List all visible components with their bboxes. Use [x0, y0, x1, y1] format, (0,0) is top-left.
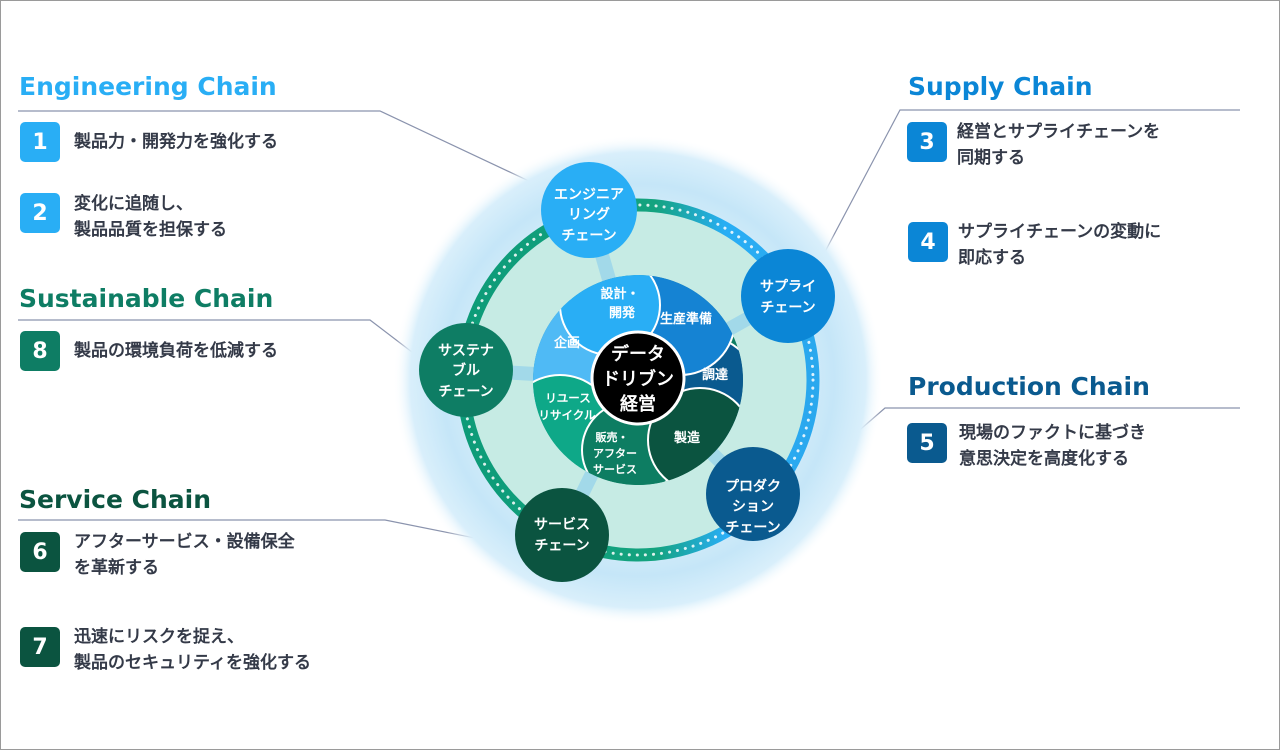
number-badge: 4	[908, 222, 948, 262]
item-text: 製品力・開発力を強化する	[74, 132, 278, 152]
service-item-6: 6 アフターサービス・設備保全を革新する	[20, 532, 295, 581]
node-service[interactable]: サービスチェーン	[515, 488, 609, 582]
sustainable-item-8: 8 製品の環境負荷を低減する	[20, 331, 278, 371]
engineering-item-1: 1 製品力・開発力を強化する	[20, 122, 278, 162]
item-text: 即応する	[958, 248, 1026, 268]
center-label: データドリブン経営	[602, 343, 674, 415]
item-text: サプライチェーンの変動に	[958, 222, 1162, 242]
svg-text:エンジニアリングチェーン: エンジニアリングチェーン	[554, 187, 624, 244]
sustainable-chain-heading: Sustainable Chain	[19, 284, 274, 313]
item-text: 製品のセキュリティを強化する	[74, 653, 311, 673]
item-text: アフターサービス・設備保全	[74, 532, 295, 552]
segment-sales-service: 販売・アフターサービス	[593, 430, 637, 476]
number-badge: 5	[907, 423, 947, 463]
item-text: 同期する	[957, 148, 1025, 168]
engineering-chain-heading: Engineering Chain	[19, 72, 277, 101]
supply-item-4: 4 サプライチェーンの変動に即応する	[908, 222, 1161, 271]
item-text: 迅速にリスクを捉え、	[74, 627, 244, 647]
number-badge: 2	[20, 193, 60, 233]
number-badge: 1	[20, 122, 60, 162]
item-text: 変化に追随し、	[74, 194, 193, 214]
production-chain-heading: Production Chain	[908, 372, 1150, 401]
supply-chain-heading: Supply Chain	[908, 72, 1093, 101]
item-text: 現場のファクトに基づき	[959, 423, 1146, 443]
number-badge: 6	[20, 532, 60, 572]
service-item-7: 7 迅速にリスクを捉え、製品のセキュリティを強化する	[20, 627, 311, 676]
segment-design: 設計・開発	[600, 286, 639, 321]
svg-text:サプライチェーン: サプライチェーン	[760, 279, 816, 316]
svg-text:サービスチェーン: サービスチェーン	[534, 517, 590, 554]
data-driven-center	[590, 330, 686, 426]
segment-reuse: リユースリサイクル	[539, 391, 596, 422]
segment-production-prep: 生産準備	[660, 311, 712, 327]
item-text: を革新する	[74, 558, 159, 578]
production-item-5: 5 現場のファクトに基づき意思決定を高度化する	[907, 423, 1146, 472]
inner-pie	[533, 275, 743, 485]
svg-text:プロダクションチェーン: プロダクションチェーン	[725, 478, 781, 536]
item-text: 経営とサプライチェーンを	[957, 122, 1161, 142]
segment-planning: 企画	[553, 335, 580, 351]
item-text: 意思決定を高度化する	[959, 449, 1129, 469]
svg-text:サステナブルチェーン: サステナブルチェーン	[438, 343, 494, 400]
supply-item-3: 3 経営とサプライチェーンを同期する	[907, 122, 1160, 171]
node-sustainable[interactable]: サステナブルチェーン	[419, 323, 513, 417]
item-text: 製品品質を担保する	[74, 220, 227, 240]
segment-procurement: 調達	[702, 367, 728, 383]
number-badge: 7	[20, 627, 60, 667]
node-engineering[interactable]: エンジニアリングチェーン	[541, 162, 637, 258]
node-production[interactable]: プロダクションチェーン	[706, 447, 800, 541]
item-text: 製品の環境負荷を低減する	[74, 341, 278, 361]
service-chain-heading: Service Chain	[19, 485, 212, 514]
number-badge: 8	[20, 331, 60, 371]
segment-manufacturing: 製造	[673, 430, 701, 446]
node-supply[interactable]: サプライチェーン	[741, 249, 835, 343]
number-badge: 3	[907, 122, 947, 162]
engineering-item-2: 2 変化に追随し、製品品質を担保する	[20, 193, 227, 243]
